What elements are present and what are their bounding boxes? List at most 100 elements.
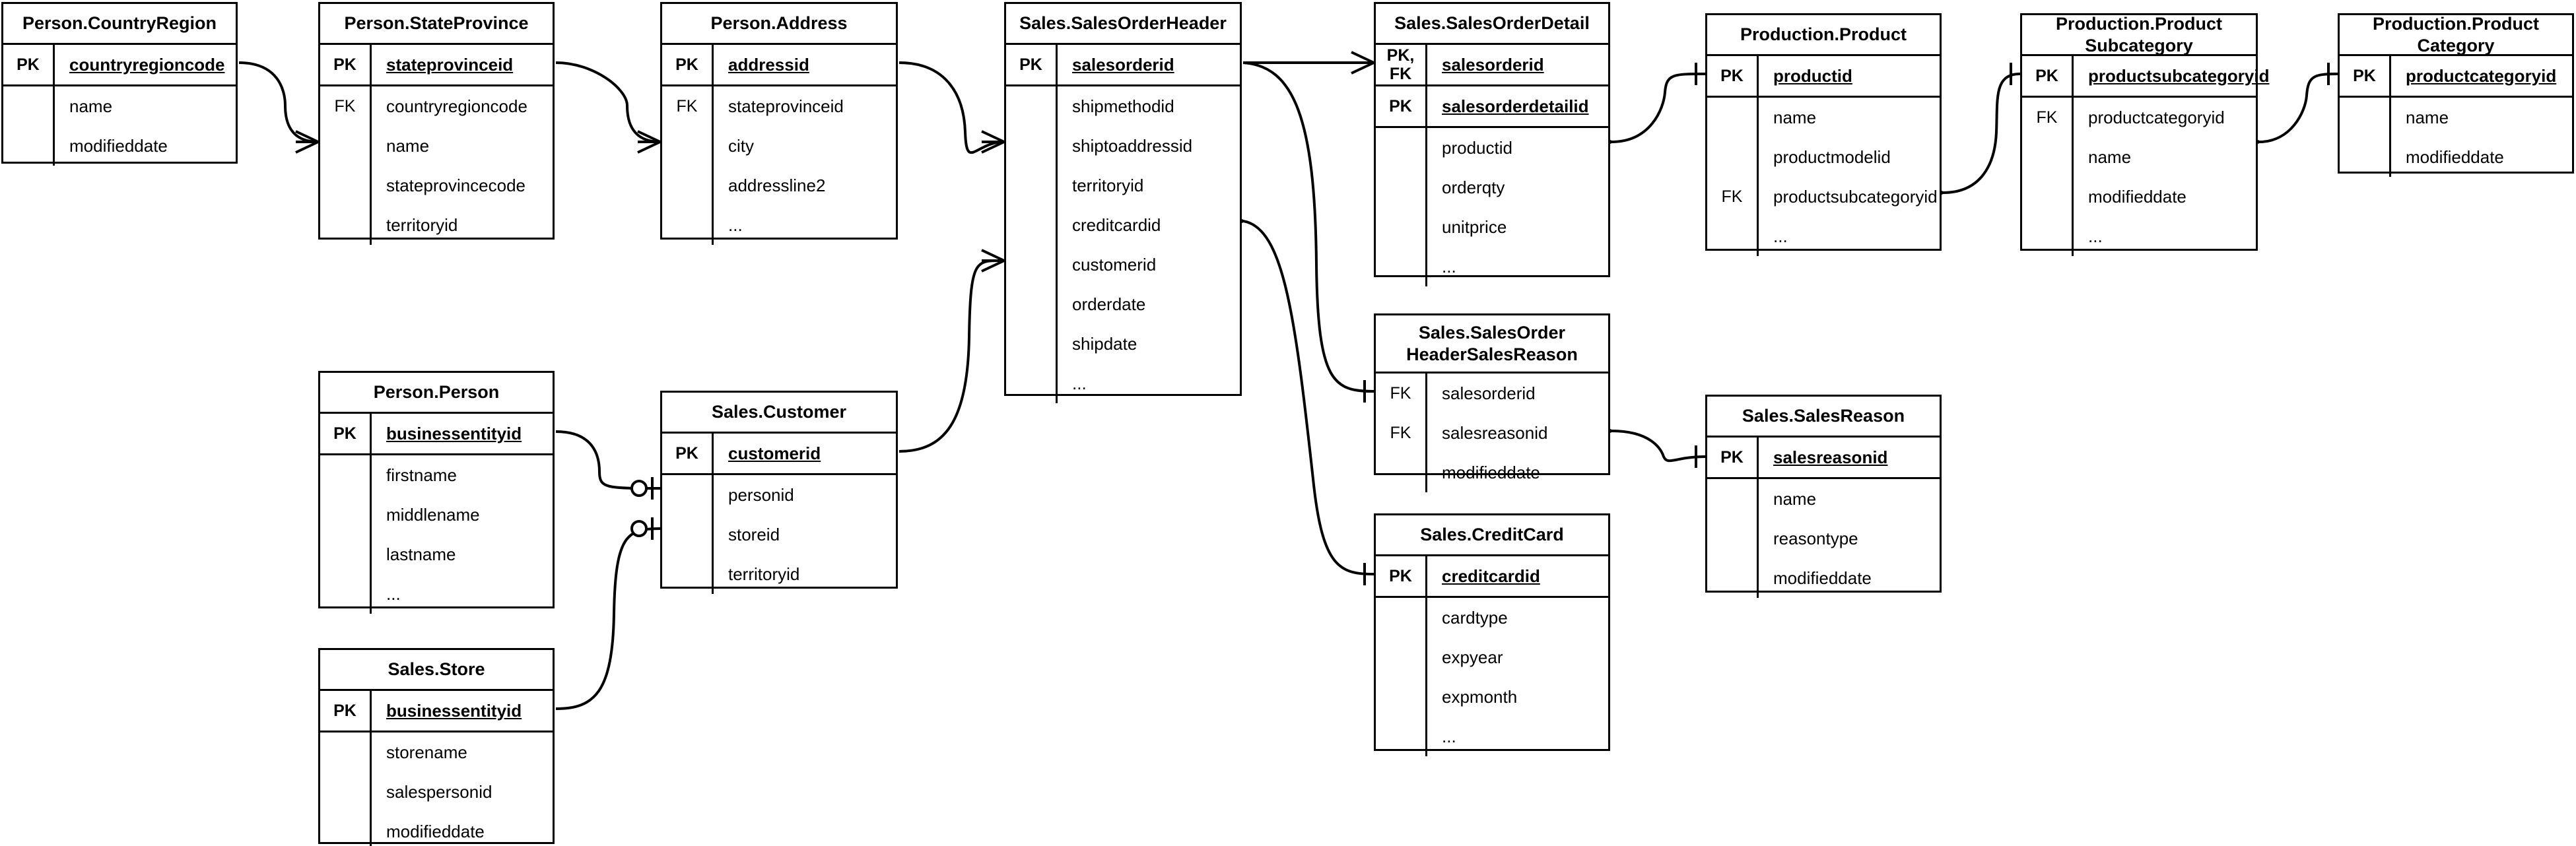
attribute-row[interactable]: creditcardid bbox=[1006, 205, 1240, 245]
attribute-row[interactable]: ... bbox=[1707, 216, 1940, 256]
attribute-row[interactable]: lastname bbox=[320, 535, 553, 574]
attribute-name: modifieddate bbox=[386, 821, 485, 841]
key-marker bbox=[1707, 137, 1759, 177]
attribute-row[interactable]: name bbox=[320, 126, 553, 166]
attribute-row[interactable]: cardtype bbox=[1376, 598, 1608, 637]
attribute-row[interactable]: ... bbox=[1006, 364, 1240, 403]
key-marker: PK, FK bbox=[1376, 45, 1427, 84]
attribute-row[interactable]: territoryid bbox=[320, 205, 553, 245]
attribute-row[interactable]: productmodelid bbox=[1707, 137, 1940, 177]
key-marker bbox=[1006, 126, 1058, 166]
attribute-row[interactable]: ... bbox=[2022, 216, 2256, 256]
attribute-name: name bbox=[1773, 107, 1817, 127]
attribute-row[interactable]: customerid bbox=[1006, 245, 1240, 284]
attribute-name: stateprovincecode bbox=[386, 175, 526, 195]
attribute-row[interactable]: salespersonid bbox=[320, 772, 553, 812]
attribute-row[interactable]: modifieddate bbox=[2340, 137, 2572, 177]
attribute-row[interactable]: orderqty bbox=[1376, 168, 1608, 207]
attribute-row[interactable]: personid bbox=[662, 475, 896, 515]
attribute-row[interactable]: storename bbox=[320, 732, 553, 772]
attribute-name: ... bbox=[1773, 226, 1788, 246]
attribute-row[interactable]: expyear bbox=[1376, 637, 1608, 677]
attribute-row[interactable]: name bbox=[1707, 98, 1940, 137]
attribute-row[interactable]: name bbox=[2340, 98, 2572, 137]
attribute-row[interactable]: addressline2 bbox=[662, 166, 896, 205]
attribute-row[interactable]: expmonth bbox=[1376, 677, 1608, 717]
attribute-row[interactable]: middlename bbox=[320, 495, 553, 535]
attribute-name: countryregioncode bbox=[69, 54, 225, 75]
attribute-row[interactable]: modifieddate bbox=[3, 126, 236, 166]
attribute-row[interactable]: ... bbox=[1376, 717, 1608, 756]
attribute-row[interactable]: PK businessentityid bbox=[320, 414, 553, 453]
attribute-row[interactable]: shiptoaddressid bbox=[1006, 126, 1240, 166]
attribute-row[interactable]: orderdate bbox=[1006, 284, 1240, 324]
attribute-name: productcategoryid bbox=[2088, 107, 2225, 127]
attribute-row[interactable]: name bbox=[2022, 137, 2256, 177]
attribute-row[interactable]: ... bbox=[662, 205, 896, 245]
attribute-row[interactable]: stateprovincecode bbox=[320, 166, 553, 205]
attribute-row[interactable]: ... bbox=[320, 574, 553, 614]
attribute-row[interactable]: name bbox=[3, 86, 236, 126]
attribute-row[interactable]: firstname bbox=[320, 455, 553, 495]
attribute-row[interactable]: productid bbox=[1376, 128, 1608, 168]
attribute-row[interactable]: modifieddate bbox=[2022, 177, 2256, 216]
entity-title: Person.Person bbox=[320, 373, 553, 414]
entity-title: Sales.SalesReason bbox=[1707, 397, 1940, 438]
attribute-name: businessentityid bbox=[386, 423, 522, 443]
attribute-row[interactable]: modifieddate bbox=[1376, 453, 1608, 492]
key-marker: PK bbox=[320, 414, 372, 453]
attribute-row[interactable]: modifieddate bbox=[1707, 558, 1940, 598]
key-marker bbox=[1707, 558, 1759, 598]
attribute-row[interactable]: city bbox=[662, 126, 896, 166]
key-marker: PK bbox=[2340, 56, 2391, 96]
attribute-row[interactable]: unitprice bbox=[1376, 207, 1608, 247]
attribute-row[interactable]: ... bbox=[1376, 247, 1608, 286]
attribute-row[interactable]: reasontype bbox=[1707, 519, 1940, 558]
attribute-row[interactable]: shipmethodid bbox=[1006, 86, 1240, 126]
attribute-row[interactable]: shipdate bbox=[1006, 324, 1240, 364]
attribute-row[interactable]: name bbox=[1707, 479, 1940, 519]
attribute-row[interactable]: territoryid bbox=[1006, 166, 1240, 205]
attribute-name: addressline2 bbox=[728, 175, 826, 195]
attribute-row[interactable]: modifieddate bbox=[320, 812, 553, 846]
attribute-row[interactable]: storeid bbox=[662, 515, 896, 554]
key-marker: PK bbox=[320, 691, 372, 731]
attribute-row[interactable]: territoryid bbox=[662, 554, 896, 594]
